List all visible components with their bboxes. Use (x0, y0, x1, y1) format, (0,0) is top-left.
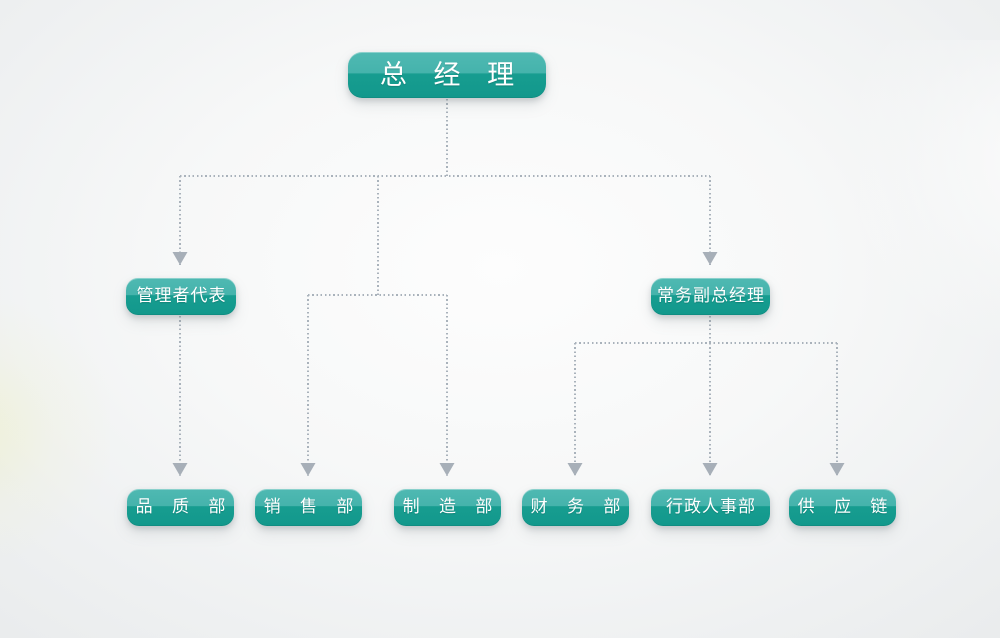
node-management-representative[interactable]: 管理者代表 (126, 278, 236, 315)
node-quality-department[interactable]: 品 质 部 (127, 489, 234, 526)
node-label: 供 应 链 (797, 497, 895, 517)
node-supply-chain-department[interactable]: 供 应 链 (789, 489, 896, 526)
node-label: 总 经 理 (379, 59, 524, 91)
node-label: 行政人事部 (666, 497, 756, 517)
node-executive-deputy-general-manager[interactable]: 常务副总经理 (651, 278, 770, 315)
node-label: 制 造 部 (402, 497, 500, 517)
node-label: 常务副总经理 (657, 286, 765, 306)
node-admin-hr-department[interactable]: 行政人事部 (651, 489, 770, 526)
node-manufacturing-department[interactable]: 制 造 部 (394, 489, 501, 526)
node-label: 财 务 部 (530, 497, 628, 517)
node-label: 管理者代表 (136, 286, 227, 306)
node-sales-department[interactable]: 销 售 部 (255, 489, 362, 526)
node-finance-department[interactable]: 财 务 部 (522, 489, 629, 526)
node-label: 销 售 部 (263, 497, 361, 517)
node-label: 品 质 部 (135, 497, 233, 517)
node-general-manager[interactable]: 总 经 理 (348, 52, 546, 98)
